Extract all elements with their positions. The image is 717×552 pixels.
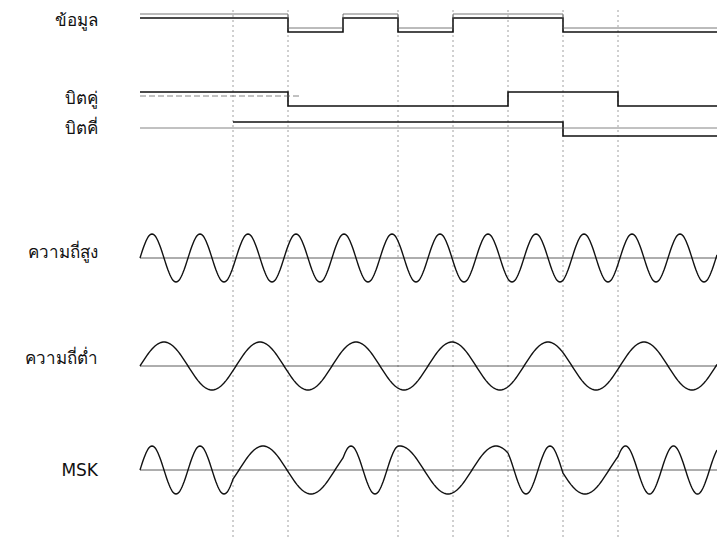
bit-boundary [398,10,399,540]
data-label: ข้อมูล [55,10,98,30]
bit-boundary [233,10,234,540]
high-frequency-wave [140,234,717,282]
zero-axis [140,470,717,471]
odd-bit-trace [140,128,717,129]
odd-bits-label: บิตคี่ [65,118,98,138]
even-bit-trace [140,96,300,97]
even-bits-label: บิตคู่ [65,88,98,108]
bit-boundary [508,10,509,540]
waveforms [140,14,717,494]
odd-bit-signal [233,122,717,136]
even-bit-signal [140,92,717,106]
msk-wave [140,446,717,494]
bit-boundary [618,10,619,540]
data-signal [140,18,717,32]
bit-boundary [453,10,454,540]
high-frequency-label: ความถี่สูง [28,242,98,262]
data-signal-trace [140,14,717,28]
bit-boundary [563,10,564,540]
bit-boundary-lines [233,10,618,540]
bit-boundary [288,10,289,540]
msk-label: MSK [61,460,98,480]
low-frequency-wave [140,342,717,390]
low-frequency-label: ความถี่ต่ำ [25,348,98,368]
